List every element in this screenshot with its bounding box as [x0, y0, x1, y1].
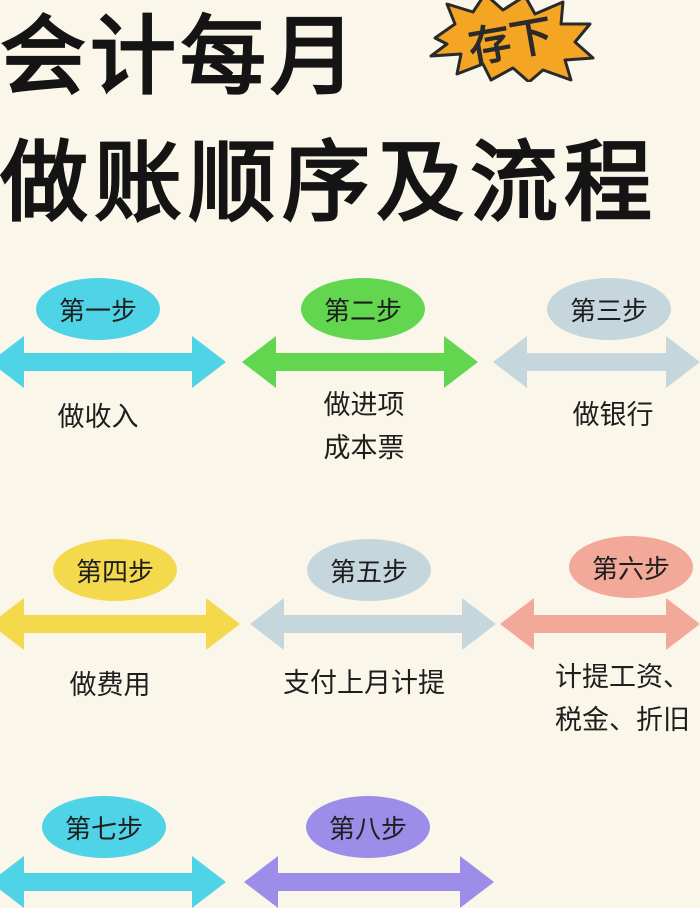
step-5-label: 第五步	[307, 539, 431, 601]
step-3-double-arrow-icon	[493, 336, 700, 388]
step-2-label: 第二步	[301, 278, 425, 340]
step-7-arrow-shape	[0, 856, 226, 908]
step-7-label: 第七步	[42, 796, 166, 858]
step-6-label: 第六步	[569, 536, 693, 598]
step-1-double-arrow-icon	[0, 336, 226, 388]
step-4-label: 第四步	[53, 539, 177, 601]
step-3-arrow-shape	[493, 336, 700, 388]
step-2-arrow-shape	[242, 336, 478, 388]
page-title-line2: 做账顺序及流程	[0, 131, 659, 234]
step-5-arrow-shape	[250, 598, 496, 650]
step-1-text: 做收入	[57, 402, 139, 433]
step-2-double-arrow-icon	[242, 336, 478, 388]
step-5-double-arrow-icon	[250, 598, 496, 650]
step-1-label: 第一步	[36, 278, 160, 340]
step-5-text: 支付上月计提	[283, 668, 445, 699]
step-7-double-arrow-icon	[0, 856, 226, 908]
step-4-double-arrow-icon	[0, 598, 240, 650]
step-8-arrow-shape	[244, 856, 494, 908]
step-8-label: 第八步	[306, 796, 430, 858]
starburst-badge-icon	[429, 0, 595, 82]
step-6-arrow-shape	[500, 598, 700, 650]
step-8-double-arrow-icon	[244, 856, 494, 908]
step-6-double-arrow-icon	[500, 598, 700, 650]
step-1-arrow-shape	[0, 336, 226, 388]
step-6-text: 计提工资、 税金、折旧	[555, 662, 690, 736]
page-title-line1: 会计每月	[0, 7, 360, 107]
step-3-text: 做银行	[572, 400, 654, 431]
step-4-text: 做费用	[69, 670, 151, 701]
step-4-arrow-shape	[0, 598, 240, 650]
step-3-label: 第三步	[547, 278, 671, 340]
step-2-text: 做进项 成本票	[323, 390, 405, 464]
